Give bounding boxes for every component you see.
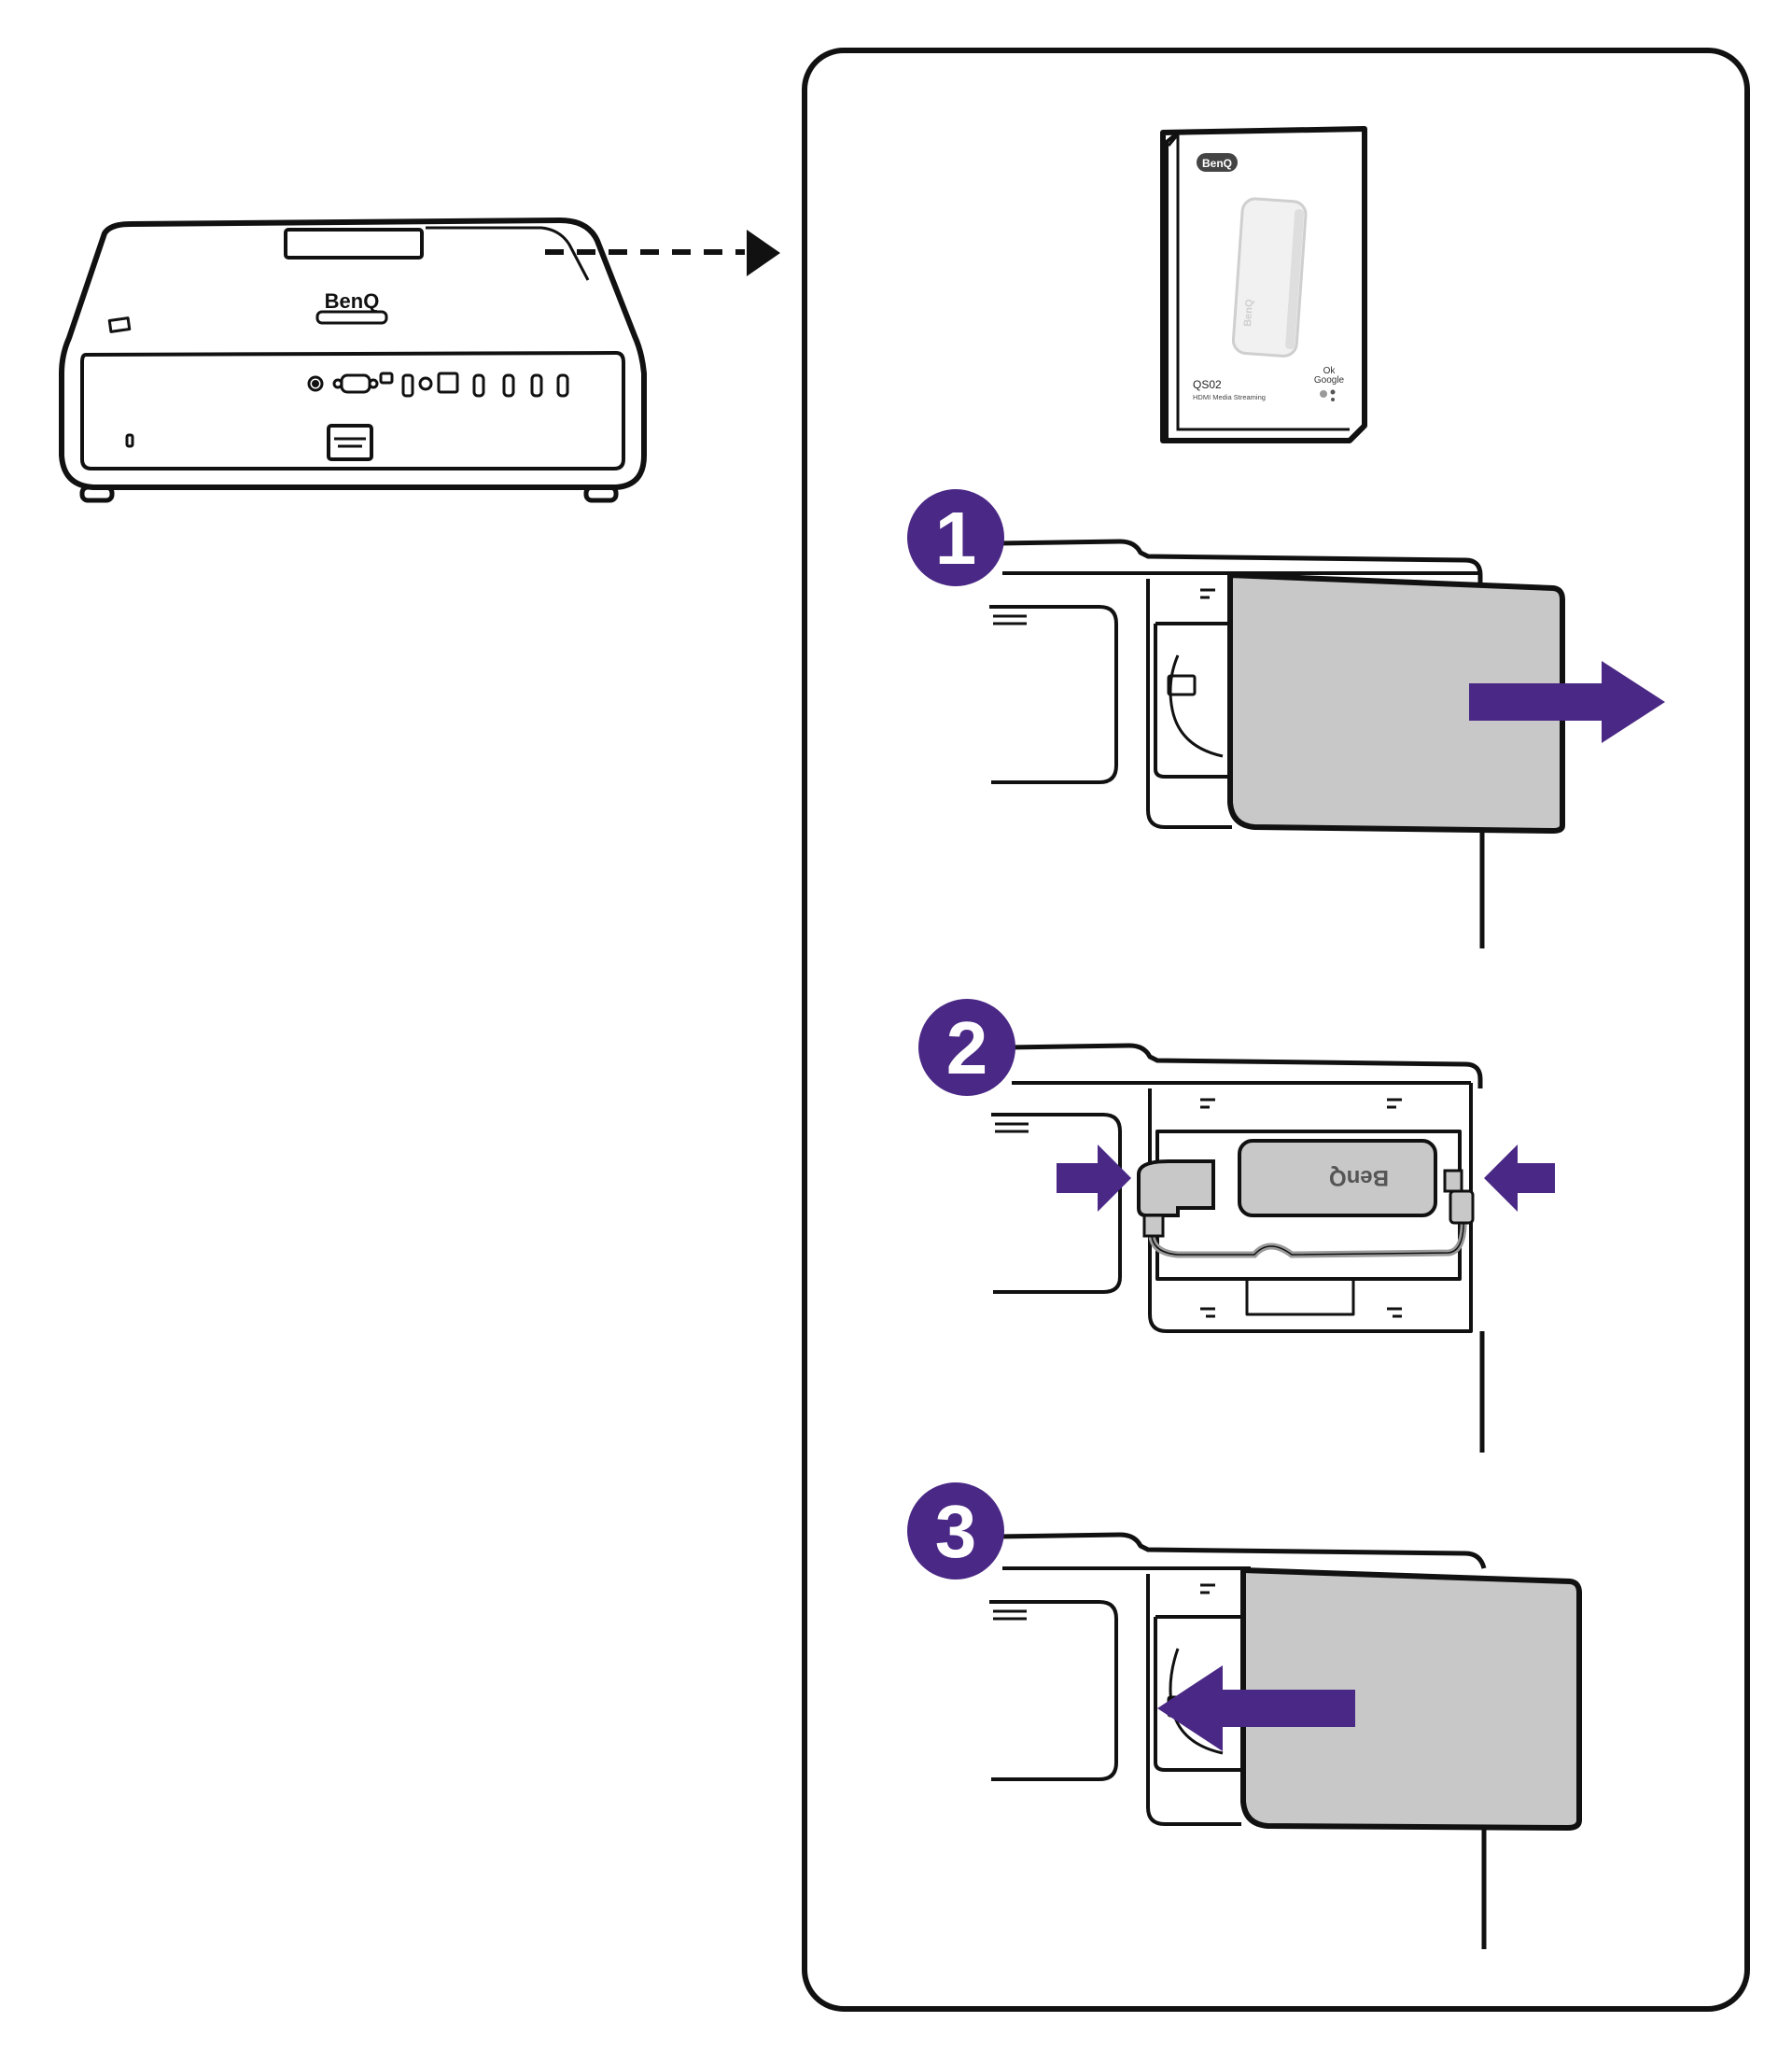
step-3-badge <box>907 1482 1004 1580</box>
arrow-left-icon <box>1157 1665 1355 1751</box>
step-2-badge <box>918 999 1015 1096</box>
projector-ports <box>307 372 569 398</box>
step-1-badge <box>907 489 1004 586</box>
usb-connector <box>1137 1159 1215 1217</box>
product-box <box>1160 126 1367 443</box>
cover-panel <box>1227 572 1565 834</box>
step-3: 3 <box>907 1482 1582 1949</box>
cover-panel <box>1240 1567 1582 1831</box>
step-2-number: 2 <box>946 1006 988 1089</box>
dongle-image <box>1231 197 1308 358</box>
dongle-brand-label: BenQ <box>1242 299 1255 328</box>
step-1: 1 <box>907 489 1665 948</box>
arrow-inward-icon <box>1057 1144 1555 1212</box>
step-3-number: 3 <box>935 1490 977 1573</box>
dongle-logo-label: BenQ <box>1329 1165 1389 1190</box>
box-brand-label: BenQ <box>1202 157 1232 170</box>
projector-brand-label: BenQ <box>325 289 380 313</box>
streaming-dongle <box>1238 1139 1437 1217</box>
hdmi-connector <box>1443 1169 1463 1193</box>
step-1-number: 1 <box>935 497 977 580</box>
step-2: 2 <box>918 999 1555 1453</box>
projector <box>59 218 647 503</box>
assistant-label-line1: Ok <box>1323 366 1337 376</box>
assistant-label-line2: Google <box>1314 375 1345 386</box>
instruction-panel <box>802 48 1750 2012</box>
box-model-label: QS02 <box>1193 378 1222 391</box>
box-subtitle-label: HDMI Media Streaming <box>1193 393 1266 401</box>
arrow-right-icon <box>1469 661 1665 743</box>
dashed-arrow-right-icon <box>545 230 780 276</box>
